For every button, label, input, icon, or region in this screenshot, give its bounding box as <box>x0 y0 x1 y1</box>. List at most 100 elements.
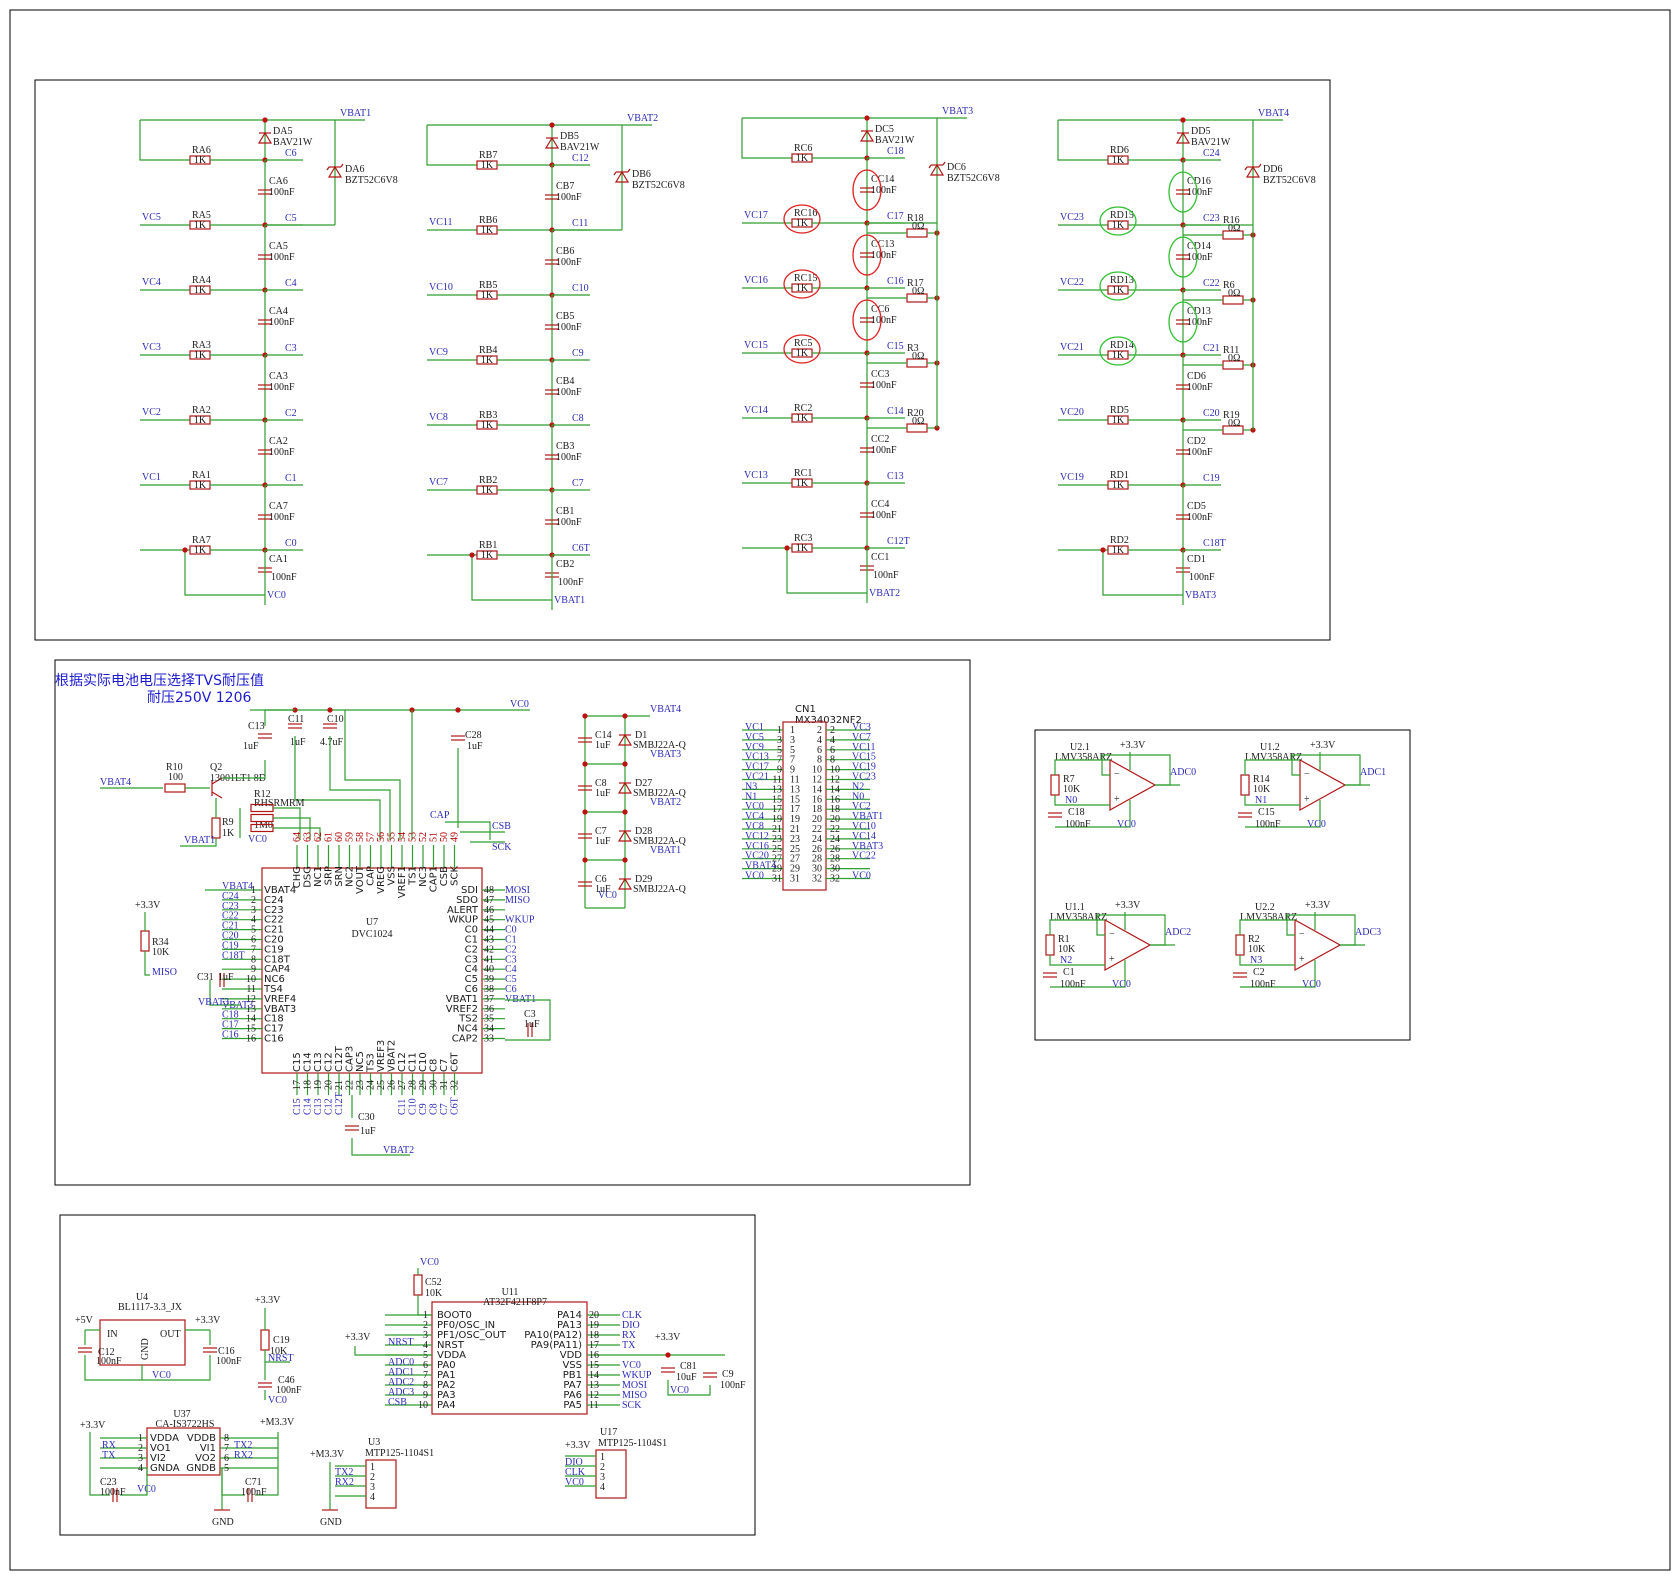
tvs-ref: DD6 <box>1263 164 1282 175</box>
ic-pin-name: NRST <box>437 1340 465 1351</box>
ic-net-label: RX <box>622 1330 637 1341</box>
cap-ref: CC4 <box>871 499 889 510</box>
cap-ref: C81 <box>680 1361 697 1372</box>
connector-pin: 15 <box>772 794 782 805</box>
connector-net-left: VC8 <box>745 821 764 832</box>
connector-pin: 23 <box>790 834 800 845</box>
ic-pin-number: 10 <box>246 974 256 985</box>
ic-pin-name: VSS <box>387 866 398 886</box>
connector-value: MX34032NF2 <box>795 715 862 726</box>
cap-ref: CB1 <box>556 506 574 517</box>
cell-net-label: C17 <box>887 211 904 222</box>
cell-net-label: C12T <box>887 536 910 547</box>
cap-value: 1uF <box>290 737 306 748</box>
cell-net-label: C20 <box>1203 408 1220 419</box>
ic-pin-name: C23 <box>264 905 284 916</box>
input-net-label: VC1 <box>142 472 161 483</box>
connector-net-right: VBAT3 <box>852 841 883 852</box>
wire <box>144 951 150 976</box>
frame-opamps <box>1034 729 1411 1041</box>
capacitor <box>1176 189 1190 195</box>
connector-net-right: VC19 <box>852 762 876 773</box>
cap-ref: C2 <box>1253 967 1265 978</box>
resistor-ref: RD15 <box>1110 210 1134 221</box>
resistor-ref: RB7 <box>479 150 497 161</box>
resistor-ref: RC2 <box>794 403 812 414</box>
cap-ref: CC1 <box>871 552 889 563</box>
diode-body <box>617 781 633 794</box>
ic-pin-name: CAP4 <box>264 964 290 975</box>
ic-net-label: C19 <box>222 940 239 951</box>
transistor-leg <box>211 777 223 785</box>
connector-net-right: VC2 <box>852 801 871 812</box>
input-net-label: VC15 <box>744 340 768 351</box>
cap-ref: C3 <box>524 1009 536 1020</box>
ic-net-label: ADC0 <box>388 1357 414 1368</box>
ic-pin-number: 15 <box>246 1024 256 1035</box>
cap-ref: C52 <box>425 1277 442 1288</box>
ic-pin-name: VBAT4 <box>264 885 296 896</box>
miso-label: MISO <box>152 967 177 978</box>
cap-ref: CB3 <box>556 441 574 452</box>
ic-pin-name: CAP3 <box>345 1046 356 1072</box>
vc0-label: VC0 <box>1307 819 1326 830</box>
cap-ref: CA6 <box>269 176 288 187</box>
ic-pin-number: 4 <box>423 1340 428 1351</box>
resistor-ref: R1 <box>1058 934 1070 945</box>
connector-pin: 12 <box>830 775 840 786</box>
ic-pin-number: 58 <box>355 832 366 842</box>
cap-ref: C46 <box>278 1375 295 1386</box>
wire <box>273 817 311 840</box>
cap-value: 100nF <box>871 380 897 391</box>
connector-pin: 31 <box>772 874 782 885</box>
ic-pin-name: C0 <box>465 925 478 936</box>
cap-value: 100nF <box>1187 252 1213 263</box>
capacitor <box>1176 449 1190 455</box>
resistor-value: 1K <box>194 545 207 556</box>
ic-pin-name: SDO <box>456 895 478 906</box>
ic-pin-number: 28 <box>408 1080 419 1090</box>
supply-label: +M3.3V <box>260 1417 295 1428</box>
diode-body <box>327 165 343 178</box>
capacitor <box>1233 972 1247 978</box>
capacitor <box>1176 319 1190 325</box>
ic-pin-number: 3 <box>423 1330 428 1341</box>
diode-body <box>544 136 560 149</box>
cap-value: 100nF <box>871 445 897 456</box>
header-pin: 1 <box>600 1452 605 1463</box>
connector-pin: 16 <box>830 794 840 805</box>
ic-pin-name: PA9(PA11) <box>531 1340 582 1351</box>
ic-pin-name: C12 <box>397 1052 408 1072</box>
cell-net-label: C14 <box>887 406 904 417</box>
tvs-value: BZT52C6V8 <box>1263 175 1316 186</box>
resistor-value: 10K <box>1058 944 1076 955</box>
ic-pin-number: 14 <box>589 1370 599 1381</box>
junction-dot <box>622 761 628 767</box>
ic-pin-number: 12 <box>589 1390 599 1401</box>
ic-pin-name: CAP <box>366 866 377 886</box>
ic-pin-number: 25 <box>376 1080 387 1090</box>
highlight-ring <box>1168 236 1198 278</box>
resistor-ref: RD5 <box>1110 405 1129 416</box>
connector-pin: 6 <box>830 745 835 756</box>
cap-value: 100nF <box>556 322 582 333</box>
note-voltage: 耐压250V 1206 <box>147 690 251 706</box>
ground-label: GND <box>320 1517 342 1528</box>
frame-balance-network <box>34 79 1331 641</box>
cap-ref: C19 <box>273 1335 290 1346</box>
connector-pin: 32 <box>830 874 840 885</box>
diode-bar <box>1258 163 1262 168</box>
opamp-body <box>1299 758 1347 812</box>
connector-pin: 10 <box>830 765 840 776</box>
cell-net-label: C5 <box>285 213 297 224</box>
nrst-label: NRST <box>268 1353 294 1364</box>
cap-value: 100nF <box>1250 979 1276 990</box>
resistor-ref: R20 <box>907 408 924 419</box>
ic-net-label: C6 <box>505 984 517 995</box>
resistor-ref: RC16 <box>794 208 817 219</box>
ic-pin-number: 4 <box>138 1463 143 1474</box>
ic-pin-number: 18 <box>589 1330 599 1341</box>
capacitor <box>1176 384 1190 390</box>
connector-net-left: VC1 <box>745 722 764 733</box>
